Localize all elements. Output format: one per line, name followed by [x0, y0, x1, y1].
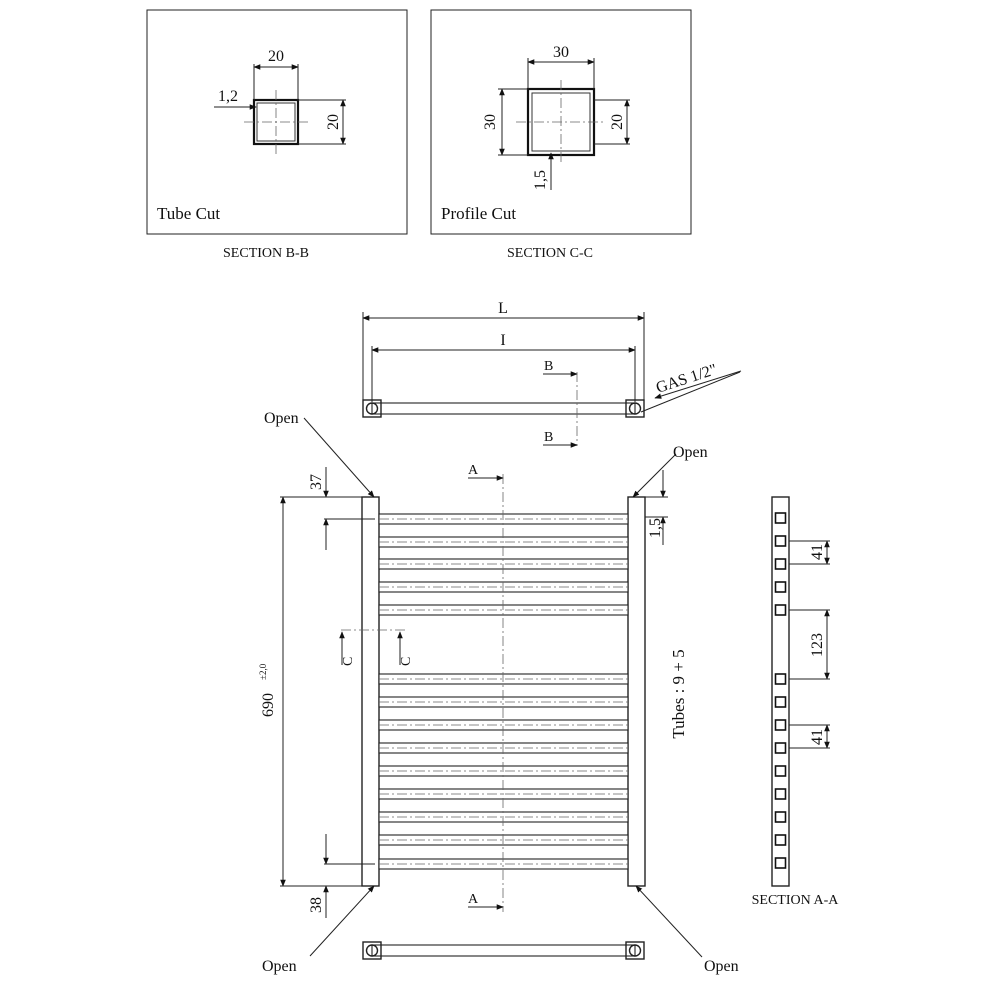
bottom-offset-dim: 38	[308, 897, 325, 913]
tube-section-square	[774, 811, 787, 823]
cut-mark-c-left: C	[341, 657, 356, 666]
profile-wall-dim: 1,5	[532, 170, 549, 190]
tube-section-square	[774, 558, 787, 570]
height-tolerance: ±2,0	[258, 663, 268, 680]
tube-section-square	[774, 512, 787, 524]
tubes-count-label: Tubes : 9 + 5	[669, 649, 688, 738]
section-cc-title: SECTION C-C	[507, 246, 593, 261]
gas-connection-label: GAS 1/2"	[654, 361, 719, 397]
tube-wall-dim: 1,2	[218, 88, 238, 105]
left-pipe-end	[362, 399, 382, 418]
cut-mark-c-right: C	[399, 657, 414, 666]
front-view: A A C C 690 ±2,0 37 38 1,5 Tubes : 9 +	[258, 410, 739, 975]
section-aa-tubes	[774, 512, 787, 869]
tube-section-square	[774, 535, 787, 547]
tube-section-square	[774, 673, 787, 685]
tube-width-dim: 20	[268, 48, 284, 65]
tube-section-square	[774, 742, 787, 754]
right-collector	[627, 496, 646, 887]
profile-cut-label: Profile Cut	[441, 204, 516, 223]
right-pipe-end	[625, 399, 645, 418]
pitch-bottom-dim: 41	[809, 729, 826, 745]
center-length-label: I	[500, 332, 505, 349]
section-bb-title: SECTION B-B	[223, 246, 309, 261]
open-label-bottom-right: Open	[704, 958, 739, 975]
tube-height-dim: 20	[325, 114, 342, 130]
tube-group	[378, 513, 629, 870]
tube-section-square	[774, 604, 787, 616]
gap-dim: 123	[809, 633, 826, 657]
tube-section-square	[774, 581, 787, 593]
tube-wall-front-dim: 1,5	[647, 518, 664, 538]
profile-depth-dim: 20	[609, 114, 626, 130]
overall-length-label: L	[498, 300, 508, 317]
tube-section-square	[774, 719, 787, 731]
section-aa-collector	[771, 496, 790, 887]
cut-mark-a-top: A	[468, 463, 479, 478]
tube-cut-label: Tube Cut	[157, 204, 220, 223]
profile-width-dim: 30	[553, 44, 569, 61]
open-label-top-right: Open	[673, 444, 708, 461]
cut-mark-b-bottom: B	[544, 430, 553, 445]
pitch-top-dim: 41	[809, 544, 826, 560]
open-label-bottom-left: Open	[262, 958, 297, 975]
cut-mark-b-top: B	[544, 359, 553, 374]
section-aa-title: SECTION A-A	[752, 893, 840, 908]
tube-section-square	[774, 788, 787, 800]
profile-height-dim: 30	[482, 114, 499, 130]
top-view: L I GAS 1/2" B B	[362, 300, 742, 448]
height-dim: 690	[260, 693, 277, 717]
open-label-top-left: Open	[264, 410, 299, 427]
tube-section-square	[774, 857, 787, 869]
cut-mark-a-bottom: A	[468, 892, 479, 907]
tube-section-square	[774, 834, 787, 846]
section-cc: 30 30 20 1,5 Profile Cut	[430, 9, 692, 235]
tube-section-square	[774, 765, 787, 777]
section-bb: 20 20 1,2 Tube Cut	[146, 9, 408, 235]
section-aa: 41 123 41	[771, 496, 830, 887]
top-offset-dim: 37	[308, 474, 325, 490]
tube-section-square	[774, 696, 787, 708]
bottom-view	[362, 941, 645, 960]
left-collector	[361, 496, 380, 887]
